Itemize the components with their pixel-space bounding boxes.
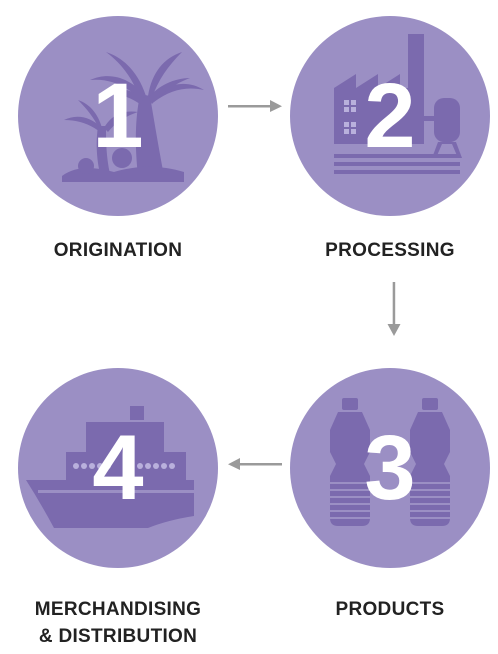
step-3-circle: 3 <box>290 368 490 568</box>
step-2-circle: 2 <box>290 16 490 216</box>
step-2-number: 2 <box>364 65 416 167</box>
step-1-number: 1 <box>92 65 144 167</box>
step-1-circle: 1 <box>18 16 218 216</box>
step-4-circle: 4 <box>18 368 218 568</box>
arrow-down-icon <box>387 282 401 336</box>
arrow-left-icon <box>228 458 282 470</box>
factory-icon <box>334 34 462 174</box>
step-4-label-line-1: MERCHANDISING <box>34 599 202 620</box>
ship-icon <box>26 406 194 528</box>
step-3-number: 3 <box>364 417 416 519</box>
step-4-label-line-2: & DISTRIBUTION <box>38 626 198 647</box>
bottles-icon <box>330 398 450 526</box>
step-3-label: PRODUCTS <box>335 599 445 620</box>
palm-tree-icon <box>62 52 204 182</box>
step-1-label: ORIGINATION <box>53 240 183 261</box>
arrow-right-icon <box>228 100 282 112</box>
step-2-label: PROCESSING <box>325 240 455 261</box>
step-4-number: 4 <box>92 417 144 519</box>
